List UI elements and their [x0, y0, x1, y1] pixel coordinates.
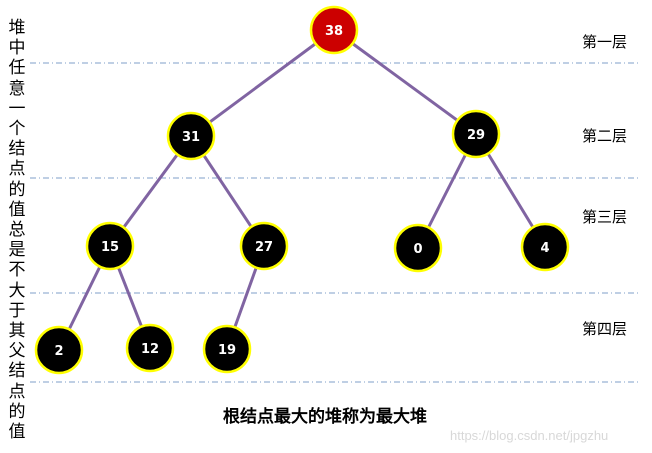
node-value: 12 [141, 342, 159, 357]
layer-label-1: 第一层 [582, 33, 628, 51]
node-value: 15 [101, 240, 119, 255]
node-value: 2 [54, 344, 63, 359]
tree-node [239, 221, 289, 271]
tree-node [202, 324, 252, 374]
tree-node [125, 323, 175, 373]
node-value: 29 [467, 128, 485, 143]
tree-edge [333, 28, 477, 136]
node-value: 31 [182, 130, 200, 145]
tree-node [451, 109, 501, 159]
tree-node [34, 325, 84, 375]
tree-node [166, 111, 216, 161]
layer-label-2: 第二层 [582, 127, 628, 145]
caption: 根结点最大的堆称为最大堆 [223, 407, 427, 427]
tree-node [85, 221, 135, 271]
tree-node [520, 222, 570, 272]
node-value: 38 [325, 24, 343, 39]
tree-node [393, 223, 443, 273]
tree-edge [190, 28, 335, 138]
layer-label-3: 第三层 [582, 208, 628, 226]
root-node [309, 5, 359, 55]
watermark: https://blog.csdn.net/jpgzhu [450, 428, 609, 443]
node-value: 4 [540, 241, 549, 256]
node-value: 27 [255, 240, 273, 255]
side-note: 堆中任意一个结点的值总是不大于其父结点的值 [8, 18, 26, 443]
node-value: 0 [413, 242, 422, 257]
layer-label-4: 第四层 [582, 320, 628, 338]
node-value: 19 [218, 343, 236, 358]
